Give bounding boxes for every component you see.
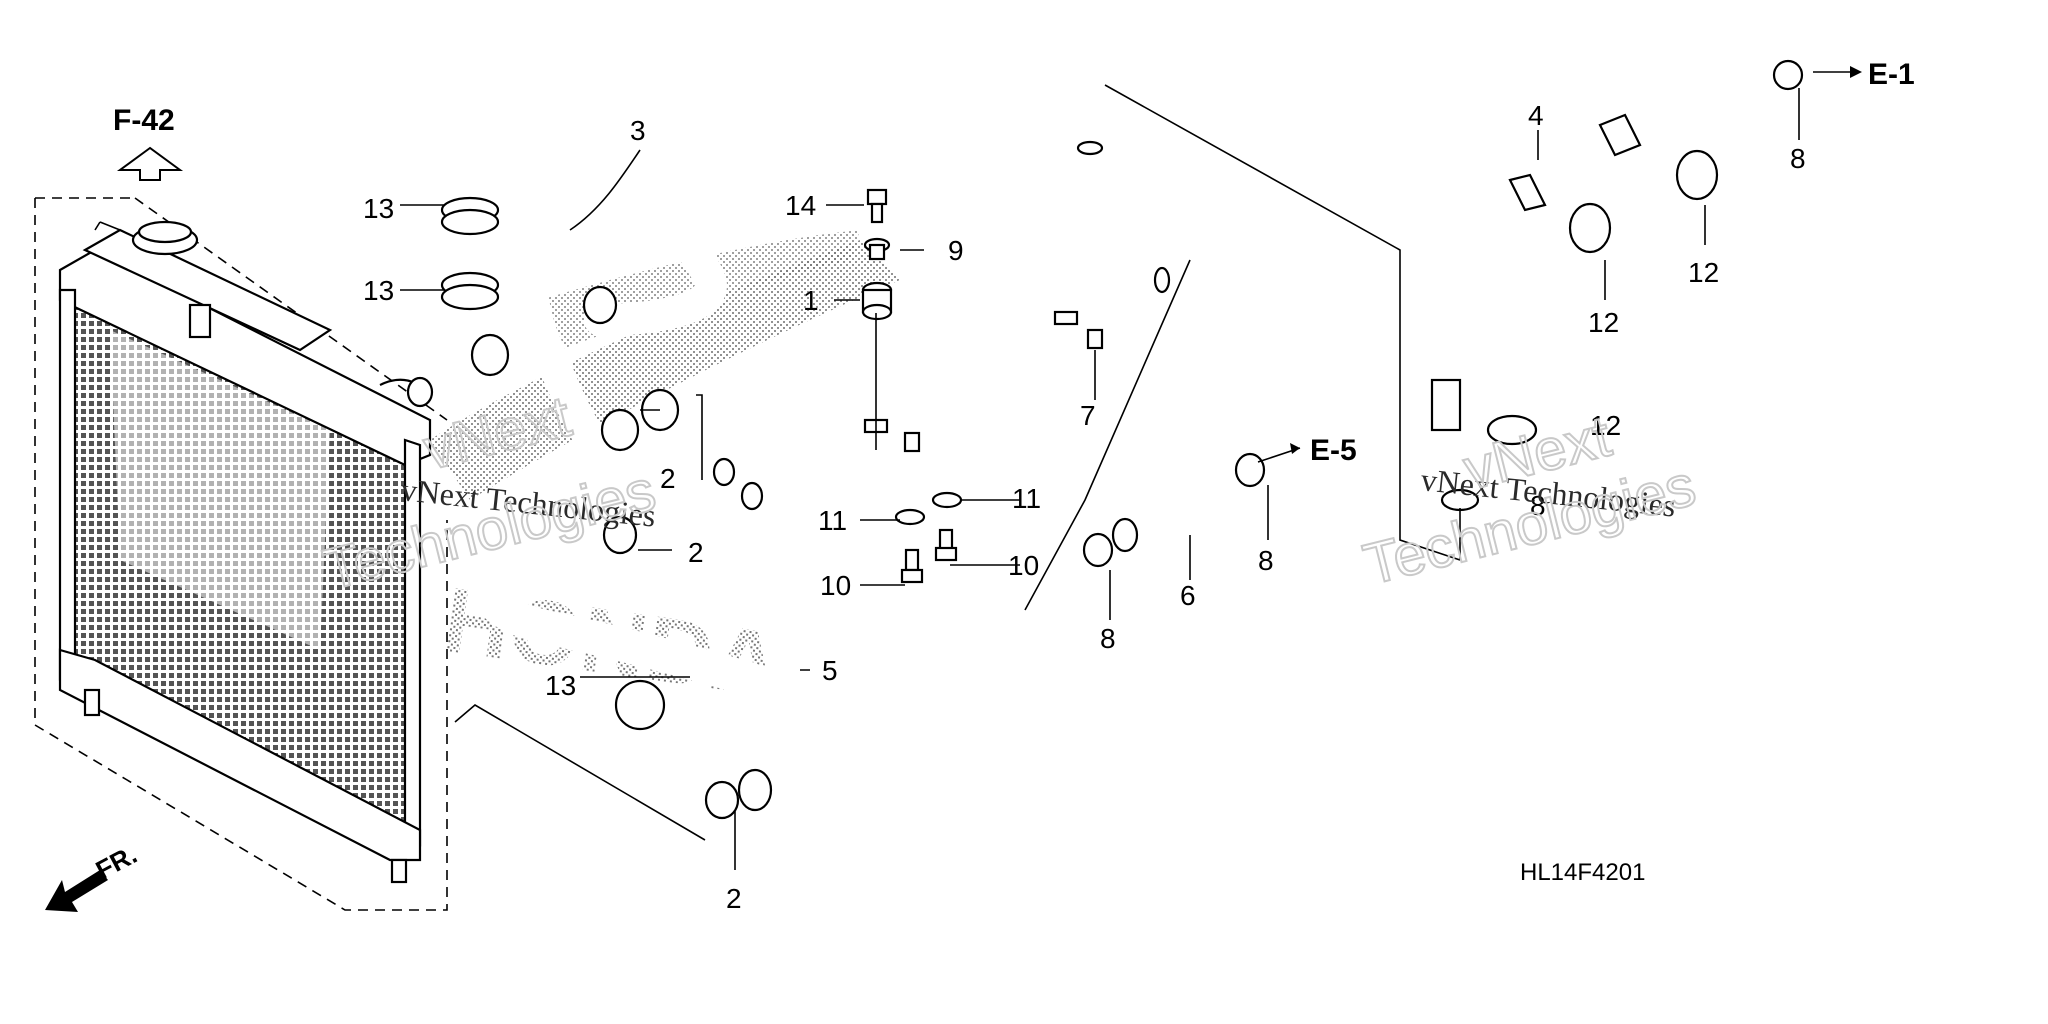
radiator-assembly — [34, 197, 448, 911]
hose-3 — [505, 113, 727, 466]
f42-label: F-42 — [113, 104, 175, 137]
hose-4 — [1430, 66, 1774, 432]
callout-8d: 8 — [1790, 143, 1806, 174]
callout-12c: 12 — [1590, 410, 1621, 441]
callout-9: 9 — [948, 235, 964, 266]
leader-lines — [400, 66, 1862, 870]
callout-2a: 2 — [660, 463, 676, 494]
callout-10b: 10 — [1008, 550, 1039, 581]
callout-3: 3 — [630, 115, 646, 146]
callout-10a: 10 — [820, 570, 851, 601]
callout-1: 1 — [803, 285, 819, 316]
callout-7: 7 — [1080, 400, 1096, 431]
front-direction: FR. — [45, 839, 142, 912]
callout-12b: 12 — [1688, 257, 1719, 288]
hose-6 — [1110, 475, 1230, 553]
e5-label: E-5 — [1310, 434, 1357, 467]
callout-5: 5 — [822, 655, 838, 686]
callout-13b: 13 — [363, 275, 394, 306]
callout-2c: 2 — [726, 883, 742, 914]
water-pipes — [712, 140, 1171, 511]
callout-13a: 13 — [363, 193, 394, 224]
clamps — [440, 59, 1804, 820]
fasteners — [861, 188, 963, 584]
callout-8c: 8 — [1530, 490, 1546, 521]
callout-4: 4 — [1528, 100, 1544, 131]
callout-8b: 8 — [1258, 545, 1274, 576]
e1-label: E-1 — [1868, 58, 1915, 91]
callout-11a: 11 — [1012, 483, 1041, 514]
callout-14: 14 — [785, 190, 816, 221]
callout-8a: 8 — [1100, 623, 1116, 654]
callout-2b: 2 — [688, 537, 704, 568]
callout-13c: 13 — [545, 670, 576, 701]
callout-6: 6 — [1180, 580, 1196, 611]
f42-reference: F-42 — [113, 104, 184, 181]
callout-12a: 12 — [1588, 307, 1619, 338]
hose-5 — [471, 523, 848, 812]
diagram-code: HL14F4201 — [1520, 859, 1645, 886]
callout-11b: 11 — [818, 505, 847, 536]
